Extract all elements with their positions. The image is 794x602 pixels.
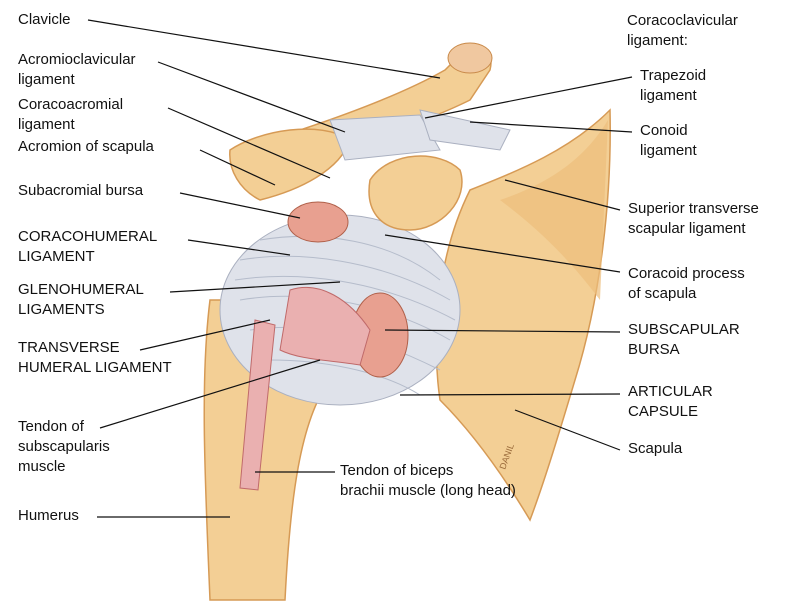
label-text: CAPSULE xyxy=(628,403,699,420)
coracoid-shape xyxy=(368,155,463,231)
label-humerus: Humerus xyxy=(18,506,79,526)
label-coracohumeral-ligament: CORACOHUMERAL LIGAMENT xyxy=(18,227,157,267)
label-text: of scapula xyxy=(628,285,697,302)
label-coracoid-process: Coracoid process of scapula xyxy=(628,264,745,304)
label-articular-capsule: ARTICULAR CAPSULE xyxy=(628,382,713,422)
label-text: ligament xyxy=(18,116,75,133)
label-acromion: Acromion of scapula xyxy=(18,137,154,157)
subacromial-bursa-shape xyxy=(287,201,349,243)
label-text: CORACOHUMERAL xyxy=(18,228,158,245)
label-text: brachii muscle (long head) xyxy=(340,482,516,499)
label-text: Superior transverse xyxy=(628,200,759,217)
label-acromioclavicular-ligament: Acromioclavicular ligament xyxy=(18,50,136,90)
label-subscapular-bursa: SUBSCAPULAR BURSA xyxy=(628,320,740,360)
label-text: Acromioclavicular xyxy=(18,51,136,68)
label-subscapularis-tendon: Tendon of subscapularis muscle xyxy=(18,417,110,477)
label-glenohumeral-ligaments: GLENOHUMERAL LIGAMENTS xyxy=(18,280,144,320)
label-scapula: Scapula xyxy=(628,439,682,459)
label-text: GLENOHUMERAL xyxy=(18,281,144,298)
label-text: ligament xyxy=(640,142,697,159)
label-text: ligament xyxy=(18,71,75,88)
label-text: Conoid xyxy=(640,122,688,139)
label-text: BURSA xyxy=(628,341,680,358)
acromion-shape xyxy=(229,128,351,201)
label-trapezoid-ligament: Trapezoid ligament xyxy=(640,66,706,106)
label-text: Coracoacromial xyxy=(18,96,124,113)
label-text: Trapezoid xyxy=(640,67,707,84)
label-conoid-ligament: Conoid ligament xyxy=(640,121,697,161)
label-text: Subacromial bursa xyxy=(18,182,144,199)
label-text: Acromion of scapula xyxy=(18,138,154,155)
subscapularis-tendon-shape xyxy=(279,286,371,366)
label-text: ligament: xyxy=(627,32,688,49)
label-text: ARTICULAR xyxy=(628,383,713,400)
label-coracoacromial-ligament: Coracoacromial ligament xyxy=(18,95,123,135)
label-text: subscapularis xyxy=(18,438,110,455)
biceps-tendon-shape xyxy=(239,319,276,491)
label-text: ligament xyxy=(640,87,697,104)
label-text: Scapula xyxy=(628,440,683,457)
label-text: HUMERAL LIGAMENT xyxy=(18,359,172,376)
label-coracoclavicular-ligament: Coracoclavicular ligament: xyxy=(627,11,738,51)
label-text: LIGAMENTS xyxy=(18,301,105,318)
label-text: LIGAMENT xyxy=(18,248,95,265)
label-text: Humerus xyxy=(18,507,79,524)
label-text: SUBSCAPULAR xyxy=(628,321,740,338)
leader-lines xyxy=(87,19,633,518)
label-superior-transverse-scapular-ligament: Superior transverse scapular ligament xyxy=(628,199,759,239)
label-text: muscle xyxy=(18,458,66,475)
label-clavicle: Clavicle xyxy=(18,10,71,30)
label-transverse-humeral-ligament: TRANSVERSE HUMERAL LIGAMENT xyxy=(18,338,172,378)
label-text: Tendon of xyxy=(18,418,84,435)
label-text: scapular ligament xyxy=(628,220,746,237)
label-subacromial-bursa: Subacromial bursa xyxy=(18,181,143,201)
label-text: Clavicle xyxy=(18,11,71,28)
label-text: Coracoid process xyxy=(628,265,745,282)
label-text: TRANSVERSE xyxy=(18,339,120,356)
label-biceps-tendon: Tendon of biceps brachii muscle (long hea… xyxy=(340,461,516,501)
label-text: Tendon of biceps xyxy=(340,462,454,479)
label-text: Coracoclavicular xyxy=(627,12,738,29)
